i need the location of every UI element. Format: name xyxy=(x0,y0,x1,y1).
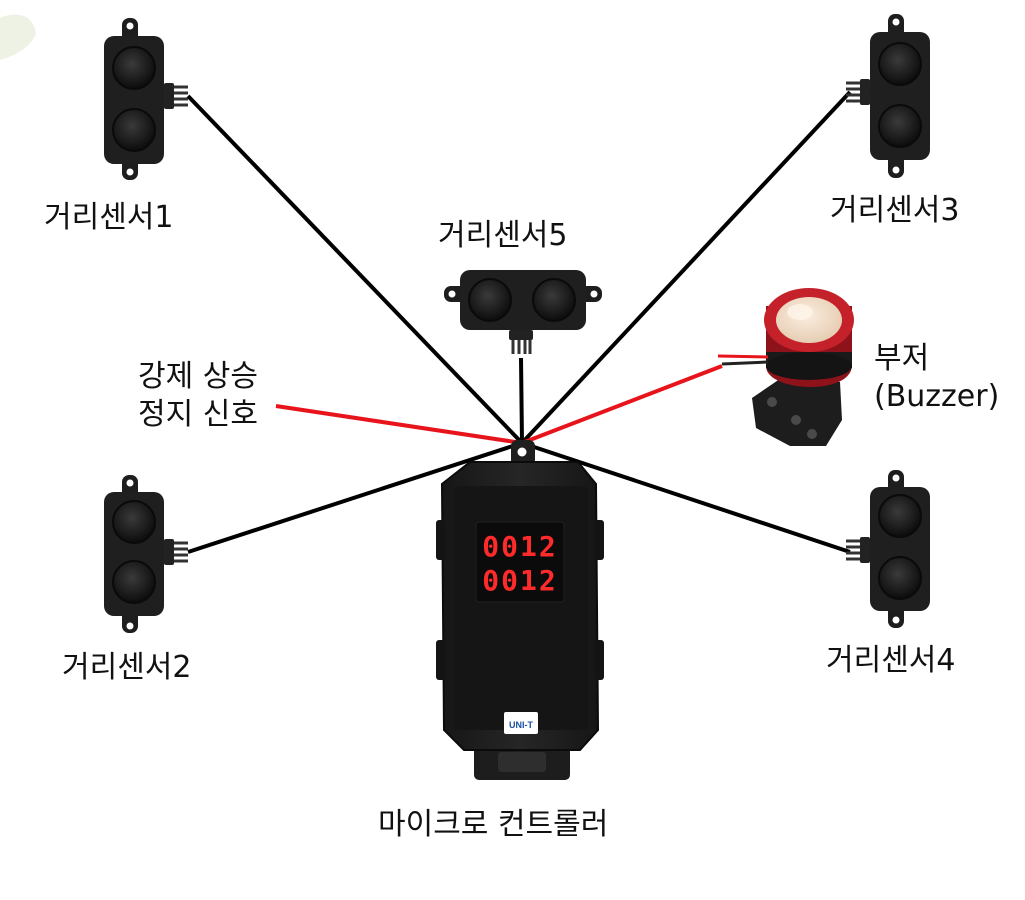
buzzer-label: 부저 (Buzzer) xyxy=(874,340,999,415)
sensor4-label: 거리센서4 xyxy=(826,643,956,678)
wire-sensor5 xyxy=(519,357,524,444)
sensor3-label: 거리센서3 xyxy=(830,193,960,228)
controller-display-row1: 0012 xyxy=(482,530,557,563)
buzzer-label-line2: (Buzzer) xyxy=(874,378,1000,414)
buzzer-label-line1: 부저 xyxy=(874,341,930,376)
buzzer-siren-icon xyxy=(717,288,854,446)
sensor5-label: 거리센서5 xyxy=(438,218,568,253)
background-blob xyxy=(0,14,36,60)
stop-signal-label-line2: 정지 신호 xyxy=(138,396,258,432)
stop-signal-label-line1: 강제 상승 xyxy=(138,359,258,394)
sensor5-device-icon xyxy=(444,270,602,354)
controller-label: 마이크로 컨트롤러 xyxy=(378,807,609,842)
sensor2-label: 거리센서2 xyxy=(62,650,192,685)
wire-sensor2 xyxy=(187,441,523,554)
stop-signal-label: 강제 상승 정지 신호 xyxy=(108,358,288,433)
controller-display-row2: 0012 xyxy=(482,564,557,597)
sensor2-device-icon xyxy=(104,475,188,633)
wire-buzzer xyxy=(521,364,723,445)
wire-stop-signal xyxy=(275,404,523,445)
sensor1-device-icon xyxy=(104,18,188,180)
wire-sensor1 xyxy=(186,94,524,445)
wire-sensor3 xyxy=(520,90,852,445)
sensor4-device-icon xyxy=(846,470,930,628)
sensor3-device-icon xyxy=(846,14,930,178)
controller-logo: UNI-T xyxy=(509,720,533,730)
sensor1-label: 거리센서1 xyxy=(44,200,174,235)
microcontroller-device-icon xyxy=(436,440,604,780)
